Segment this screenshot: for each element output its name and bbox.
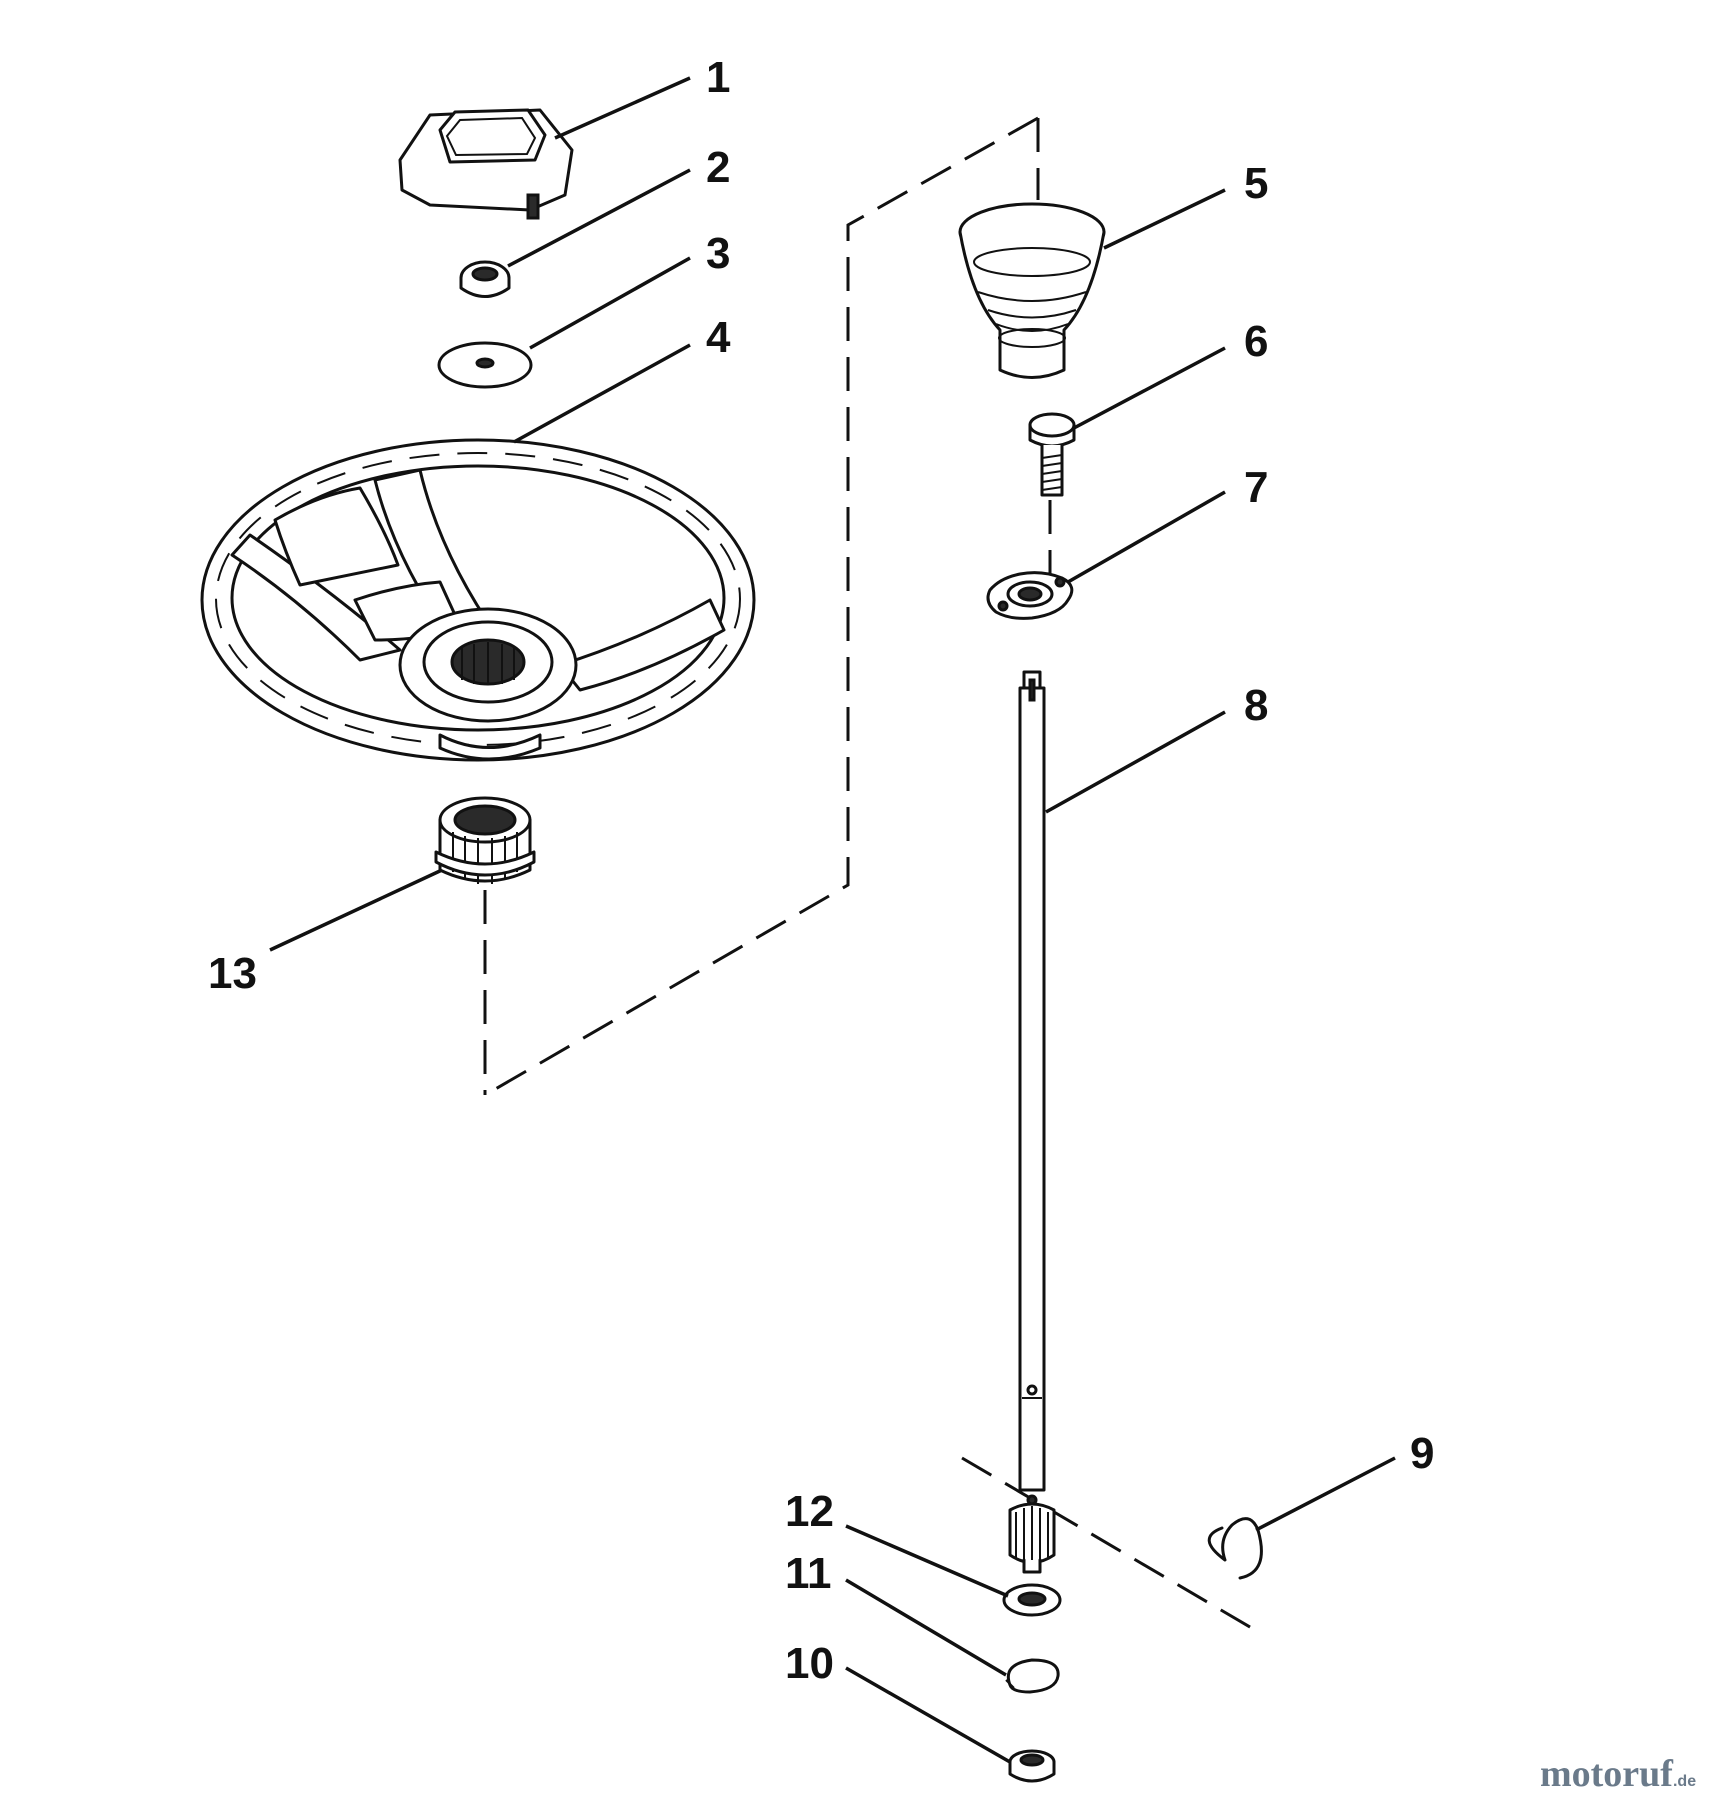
part-labels: 1 2 3 4 5 6 7 8 9 12 11 10 13 — [208, 53, 1434, 1688]
leader-lines — [269, 76, 1396, 1764]
label-6: 6 — [1244, 317, 1268, 366]
label-11: 11 — [785, 1549, 832, 1598]
label-7: 7 — [1244, 463, 1268, 512]
label-1: 1 — [706, 53, 730, 102]
watermark-logo: motoruf.de — [1540, 1753, 1696, 1795]
svg-text:motoruf.de: motoruf.de — [1540, 1753, 1696, 1795]
watermark-brand: motoruf — [1540, 1753, 1674, 1795]
part-9-hairpin-clip — [1207, 1517, 1263, 1580]
label-13: 13 — [208, 949, 257, 998]
part-4-steering-wheel — [200, 438, 756, 762]
label-4: 4 — [706, 313, 731, 362]
part-10-end-cap — [1008, 1749, 1056, 1783]
label-12: 12 — [785, 1487, 834, 1536]
part-12-washer — [1002, 1583, 1062, 1617]
part-3-washer — [437, 341, 533, 389]
label-2: 2 — [706, 143, 730, 192]
assembly-dash-lines — [483, 116, 1256, 1632]
label-10: 10 — [785, 1639, 834, 1688]
part-13-spline-adapter — [434, 796, 536, 884]
part-7-flange-bushing — [986, 571, 1074, 620]
part-8-steering-shaft — [1008, 670, 1056, 1574]
part-5-steering-boot — [958, 202, 1106, 379]
label-8: 8 — [1244, 681, 1268, 730]
label-9: 9 — [1410, 1429, 1434, 1478]
part-2-nut — [459, 260, 511, 298]
part-1-steering-cap — [398, 108, 574, 220]
label-3: 3 — [706, 229, 730, 278]
part-6-bolt — [1028, 412, 1076, 497]
watermark-suffix: .de — [1673, 1773, 1696, 1790]
part-11-retaining-ring — [1005, 1658, 1060, 1694]
label-5: 5 — [1244, 159, 1268, 208]
